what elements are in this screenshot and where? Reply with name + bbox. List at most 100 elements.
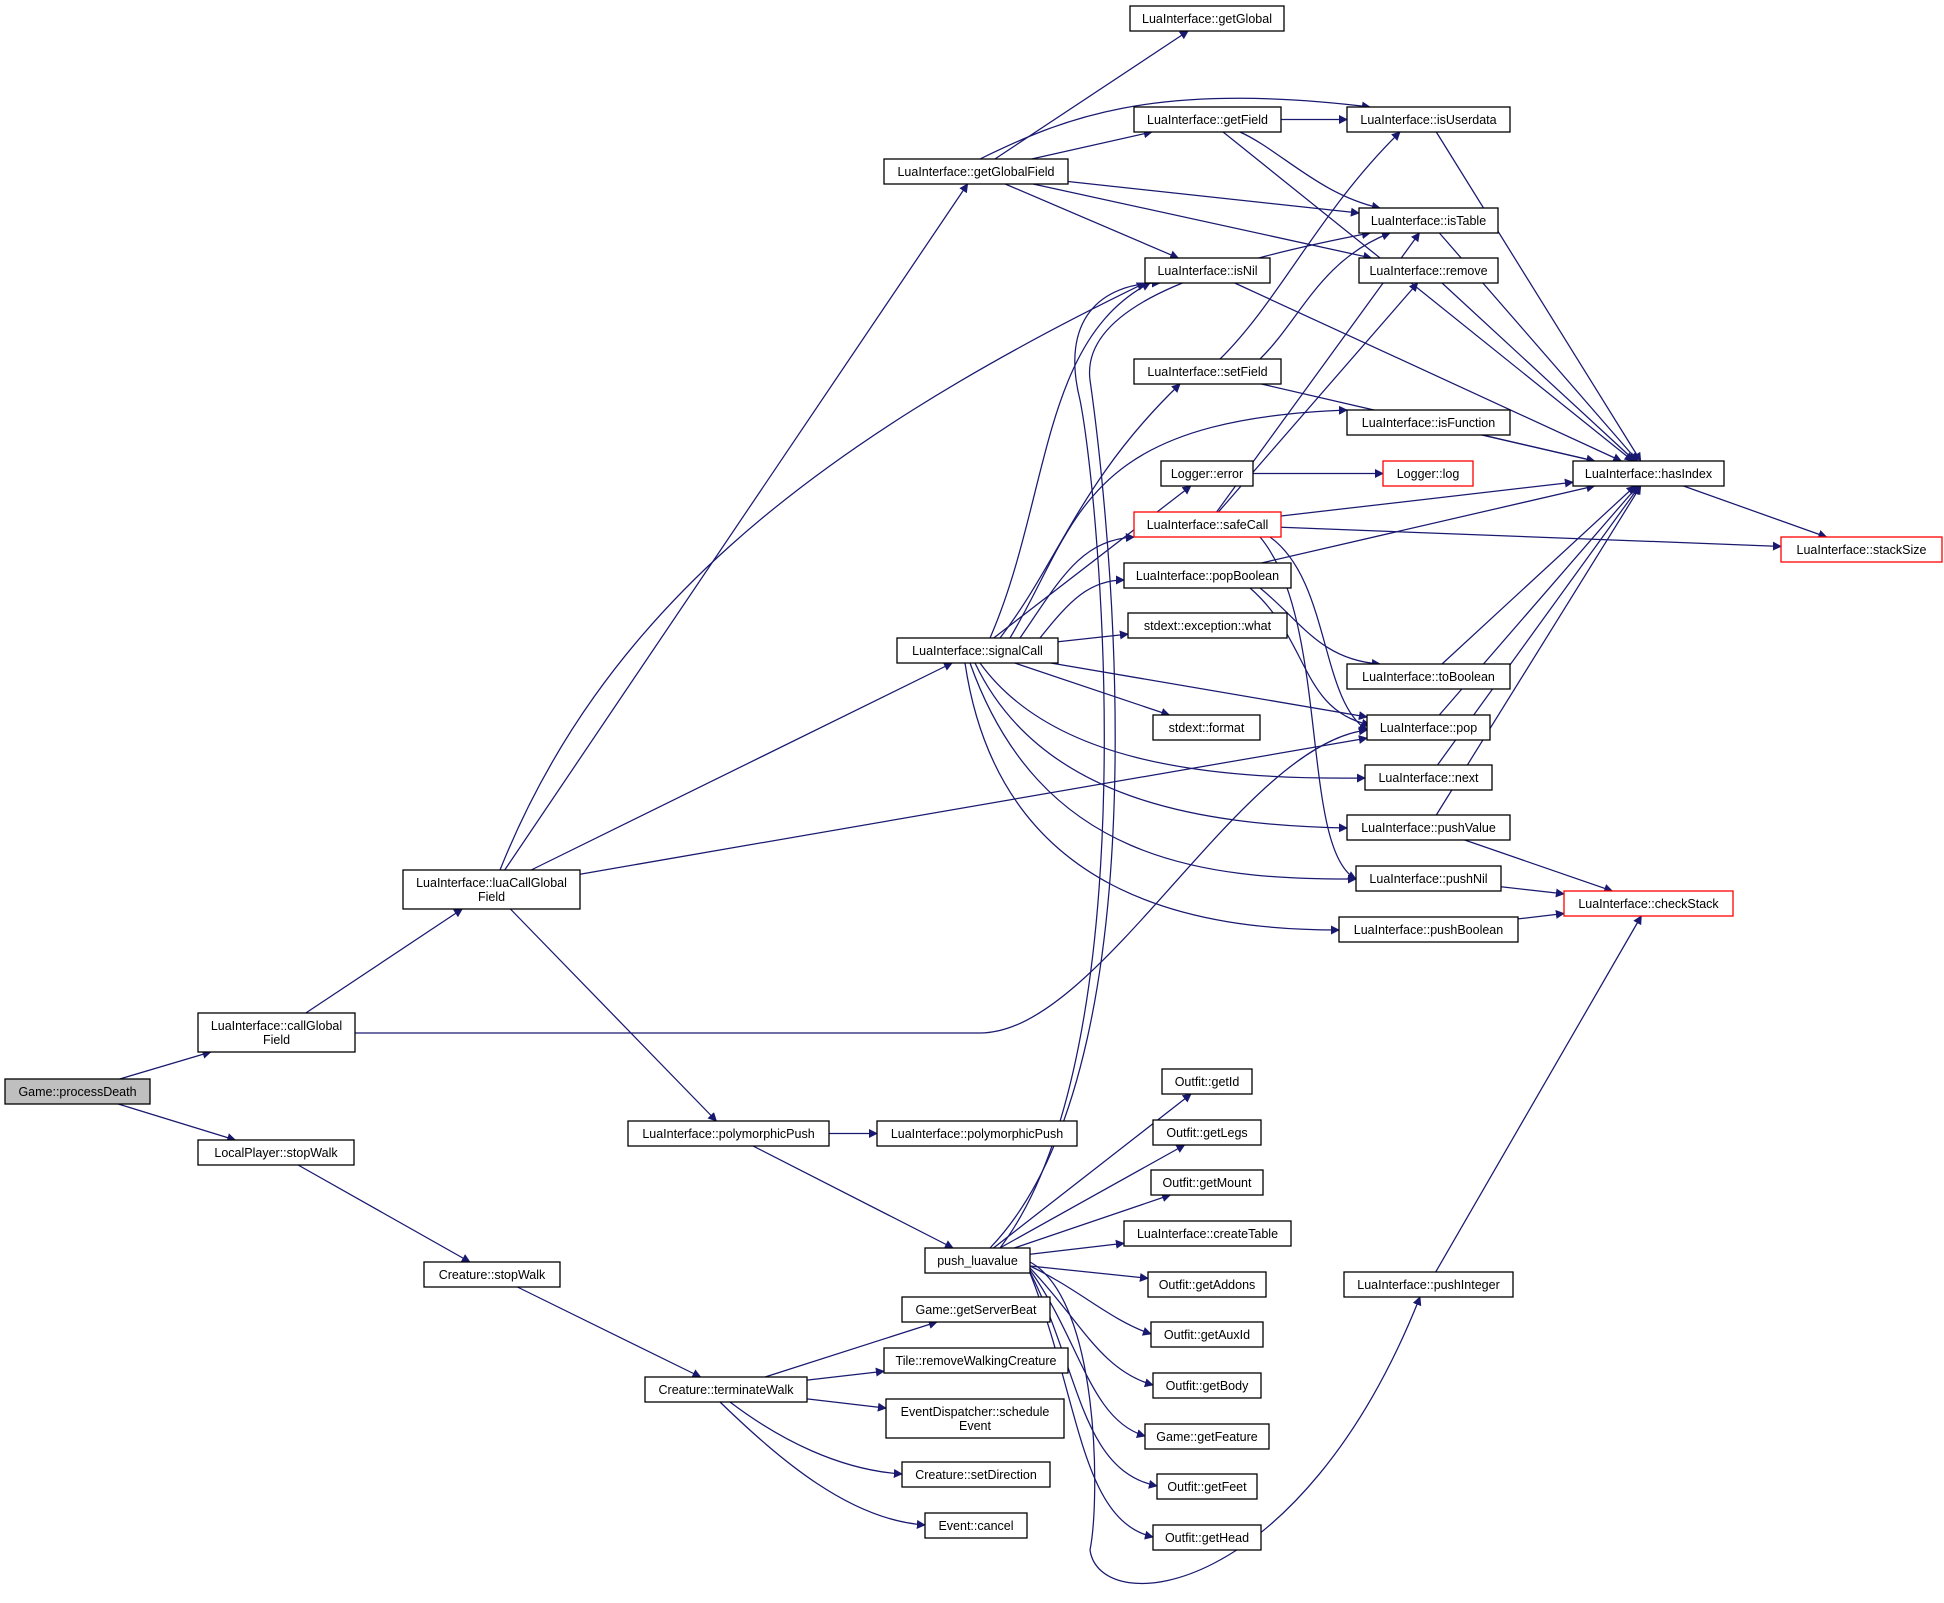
node-label: LuaInterface::hasIndex: [1585, 467, 1713, 481]
node-pop[interactable]: LuaInterface::pop: [1366, 714, 1491, 741]
node-label: LuaInterface::next: [1378, 771, 1479, 785]
node-isUserdata[interactable]: LuaInterface::isUserdata: [1346, 106, 1511, 133]
edge-pushValue-to-hasIndex: [1435, 485, 1642, 816]
node-eventCancel[interactable]: Event::cancel: [924, 1512, 1028, 1539]
edge-push_luavalue-to-getBody: [1029, 1267, 1154, 1388]
node-box: [1161, 1068, 1253, 1095]
node-format[interactable]: stdext::format: [1152, 714, 1261, 741]
node-checkStack[interactable]: LuaInterface::checkStack: [1563, 890, 1734, 917]
node-getGlobalField[interactable]: LuaInterface::getGlobalField: [883, 158, 1069, 185]
node-stopWalkLP[interactable]: LocalPlayer::stopWalk: [197, 1139, 355, 1166]
node-stopWalkCr[interactable]: Creature::stopWalk: [423, 1261, 561, 1288]
node-label: Outfit::getHead: [1165, 1531, 1249, 1545]
node-label: Creature::setDirection: [915, 1468, 1037, 1482]
node-box: [423, 1261, 561, 1288]
node-getMount[interactable]: Outfit::getMount: [1150, 1169, 1264, 1196]
node-label: LuaInterface::stackSize: [1797, 543, 1927, 557]
edge-luaCallGlobalField-to-getGlobalField: [504, 183, 969, 871]
node-label: LuaInterface::pushInteger: [1357, 1278, 1499, 1292]
node-label: Outfit::getAddons: [1159, 1278, 1256, 1292]
node-pushInteger[interactable]: LuaInterface::pushInteger: [1343, 1271, 1514, 1298]
node-terminateWalk[interactable]: Creature::terminateWalk: [644, 1376, 808, 1403]
node-getServerBeat[interactable]: Game::getServerBeat: [901, 1296, 1051, 1323]
edge-getGlobalField-to-isNil: [1004, 183, 1180, 259]
node-polymorphicPush1[interactable]: LuaInterface::polymorphicPush: [627, 1120, 830, 1147]
node-loggerError[interactable]: Logger::error: [1160, 460, 1254, 487]
node-label: stdext::format: [1169, 721, 1245, 735]
node-remove[interactable]: LuaInterface::remove: [1358, 257, 1499, 284]
node-getField[interactable]: LuaInterface::getField: [1133, 106, 1282, 133]
node-box: [1152, 1119, 1262, 1146]
node-box: [883, 1347, 1069, 1374]
node-box: [1366, 714, 1491, 741]
node-getFeature[interactable]: Game::getFeature: [1144, 1423, 1270, 1450]
node-stackSize[interactable]: LuaInterface::stackSize: [1780, 536, 1943, 563]
node-box: [402, 869, 581, 910]
edge-processDeath-to-stopWalkLP: [118, 1103, 237, 1142]
node-getGlobal[interactable]: LuaInterface::getGlobal: [1129, 5, 1285, 32]
node-isTable[interactable]: LuaInterface::isTable: [1358, 207, 1499, 234]
node-setField[interactable]: LuaInterface::setField: [1133, 358, 1282, 385]
node-processDeath[interactable]: Game::processDeath: [4, 1078, 151, 1105]
edge-setField-to-isUserdata: [1219, 131, 1401, 360]
node-box: [1355, 865, 1502, 892]
node-pushValue[interactable]: LuaInterface::pushValue: [1346, 814, 1511, 841]
node-getFeet[interactable]: Outfit::getFeet: [1156, 1473, 1258, 1500]
node-box: [4, 1078, 151, 1105]
node-polymorphicPush2[interactable]: LuaInterface::polymorphicPush: [876, 1120, 1078, 1147]
node-createTable[interactable]: LuaInterface::createTable: [1123, 1220, 1292, 1247]
node-safeCall[interactable]: LuaInterface::safeCall: [1133, 511, 1282, 538]
edge-push_luavalue-to-getAddons: [1029, 1265, 1149, 1282]
edge-getField-to-hasIndex: [1222, 131, 1634, 462]
node-box: [1346, 814, 1511, 841]
node-pushNil[interactable]: LuaInterface::pushNil: [1355, 865, 1502, 892]
node-label: LuaInterface::callGlobal: [211, 1019, 342, 1033]
edge-terminateWalk-to-eventCancel: [719, 1401, 926, 1529]
node-toBoolean[interactable]: LuaInterface::toBoolean: [1346, 663, 1511, 690]
edge-signalCall-to-popBoolean: [1039, 575, 1125, 639]
edge-signalCall-to-pop: [1050, 662, 1368, 721]
node-getAddons[interactable]: Outfit::getAddons: [1147, 1271, 1267, 1298]
node-isNil[interactable]: LuaInterface::isNil: [1144, 257, 1271, 284]
edge-signalCall-to-pushBoolean: [964, 662, 1340, 935]
node-box: [1382, 460, 1474, 487]
node-box: [644, 1376, 808, 1403]
node-removeWalkingCreature[interactable]: Tile::removeWalkingCreature: [883, 1347, 1069, 1374]
node-hasIndex[interactable]: LuaInterface::hasIndex: [1572, 460, 1725, 487]
node-label: LuaInterface::createTable: [1137, 1227, 1278, 1241]
node-label: LuaInterface::popBoolean: [1136, 569, 1279, 583]
node-label: LuaInterface::isTable: [1371, 214, 1486, 228]
node-box: [885, 1398, 1065, 1439]
edge-luaCallGlobalField-to-polymorphicPush1: [509, 908, 718, 1122]
node-label: LuaInterface::pushNil: [1369, 872, 1487, 886]
node-getLegs[interactable]: Outfit::getLegs: [1152, 1119, 1262, 1146]
node-getAuxId[interactable]: Outfit::getAuxId: [1150, 1321, 1264, 1348]
node-getHead[interactable]: Outfit::getHead: [1152, 1524, 1262, 1551]
node-label: Logger::log: [1397, 467, 1460, 481]
edge-safeCall-to-hasIndex: [1280, 478, 1574, 517]
node-label: LuaInterface::safeCall: [1147, 518, 1269, 532]
node-getBody[interactable]: Outfit::getBody: [1152, 1372, 1262, 1399]
node-popBoolean[interactable]: LuaInterface::popBoolean: [1123, 562, 1292, 589]
node-label: LuaInterface::polymorphicPush: [642, 1127, 814, 1141]
edge-terminateWalk-to-removeWalkingCreature: [806, 1367, 885, 1381]
node-getId[interactable]: Outfit::getId: [1161, 1068, 1253, 1095]
node-box: [896, 637, 1059, 664]
node-box: [1152, 1524, 1262, 1551]
node-push_luavalue[interactable]: push_luavalue: [924, 1247, 1031, 1274]
node-next[interactable]: LuaInterface::next: [1364, 764, 1493, 791]
node-loggerLog[interactable]: Logger::log: [1382, 460, 1474, 487]
node-signalCall[interactable]: LuaInterface::signalCall: [896, 637, 1059, 664]
node-label: LuaInterface::isFunction: [1362, 416, 1495, 430]
node-what[interactable]: stdext::exception::what: [1127, 612, 1288, 639]
node-pushBoolean[interactable]: LuaInterface::pushBoolean: [1338, 916, 1519, 943]
edge-popBoolean-to-toBoolean: [1259, 587, 1381, 668]
node-isFunction[interactable]: LuaInterface::isFunction: [1346, 409, 1511, 436]
node-label: Outfit::getLegs: [1166, 1126, 1247, 1140]
node-setDirection[interactable]: Creature::setDirection: [901, 1461, 1051, 1488]
edge-polymorphicPush1-to-push_luavalue: [752, 1145, 954, 1249]
